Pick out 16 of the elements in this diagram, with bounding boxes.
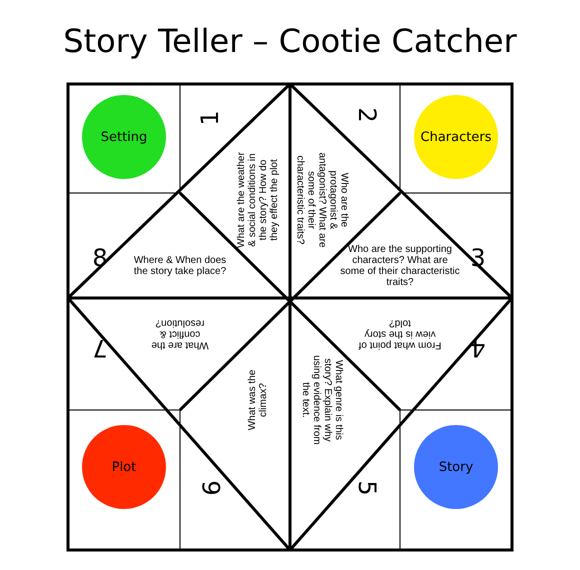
question-text: What genre is this story? Explain why using evidence from the text. [300, 347, 344, 453]
question-text: What are the weather & social conditions in the story? How do they effect the plot [236, 152, 280, 248]
flap-number: 1 [195, 109, 225, 128]
question-text: What are the conflict & resolution? [135, 318, 225, 350]
flap-number: 6 [197, 479, 227, 498]
question-text: What was the climax? [247, 360, 269, 440]
flap-number: 5 [352, 479, 382, 498]
flap-number: 2 [352, 106, 382, 125]
topic-circle: Plot [82, 425, 166, 509]
title: Story Teller – Cootie Catcher [62, 22, 518, 60]
flap-number: 7 [91, 333, 109, 363]
topic-circle: Story [414, 425, 498, 509]
topic-circle: Setting [82, 95, 166, 179]
question-text: From what point of view is the story told? [355, 318, 445, 350]
topic-circle: Characters [414, 95, 498, 179]
question-text: Where & When does the story take place? [130, 255, 230, 277]
